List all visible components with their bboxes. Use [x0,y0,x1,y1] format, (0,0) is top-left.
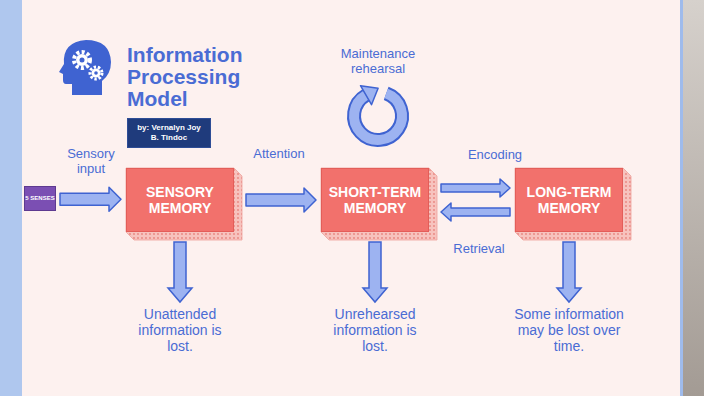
box-extrusion [321,168,437,240]
node-text: LONG-TERM MEMORY [520,184,618,216]
edge-label: Retrieval [446,241,512,256]
node-text: SENSORY MEMORY [131,184,229,216]
author-box: by: Vernalyn Joy B. Tindoc [127,118,211,148]
down-arrow [363,242,387,302]
senses-image: 5 SENSES [24,186,56,211]
loop-arrowhead [361,86,379,105]
memory-box: SHORT-TERM MEMORY [321,168,429,232]
gear-hole [94,71,98,75]
node-text: 5 SENSES [25,195,54,202]
gear-teeth [90,67,102,79]
gear-hole [80,58,85,63]
outcome-note: Unattended information is lost. [138,306,222,354]
brain-icon [59,40,111,95]
down-arrow [168,242,192,302]
block-arrow [441,179,510,197]
frame-strip [0,0,22,396]
outcome-note: Some information may be lost over time. [512,306,626,354]
head-silhouette [59,40,111,95]
frame-line [680,0,683,396]
block-arrow [60,187,121,211]
loop-fill [354,93,402,140]
box-extrusion [126,168,242,240]
rehearsal-loop [354,86,402,140]
title: Information Processing Model [127,44,267,110]
down-arrow [557,242,581,302]
block-arrow [441,203,510,221]
loop-label: Maintenance rehearsal [333,46,423,76]
outcome-note: Unrehearsed information is lost. [333,306,417,354]
node-text: SHORT-TERM MEMORY [326,184,424,216]
node-text: by: Vernalyn Joy B. Tindoc [134,123,204,143]
gear [76,54,88,66]
edge-label: Sensory input [62,146,120,176]
memory-box: SENSORY MEMORY [126,168,234,232]
gear-teeth [74,52,90,68]
box-extrusions [126,168,631,240]
edge-label: Encoding [462,147,528,162]
loop-outline [354,93,402,140]
block-arrow [246,188,316,212]
gear [92,69,101,78]
frame-strip [682,0,704,396]
edge-label: Attention [246,146,312,161]
memory-box: LONG-TERM MEMORY [515,168,623,232]
box-extrusion [515,168,631,240]
